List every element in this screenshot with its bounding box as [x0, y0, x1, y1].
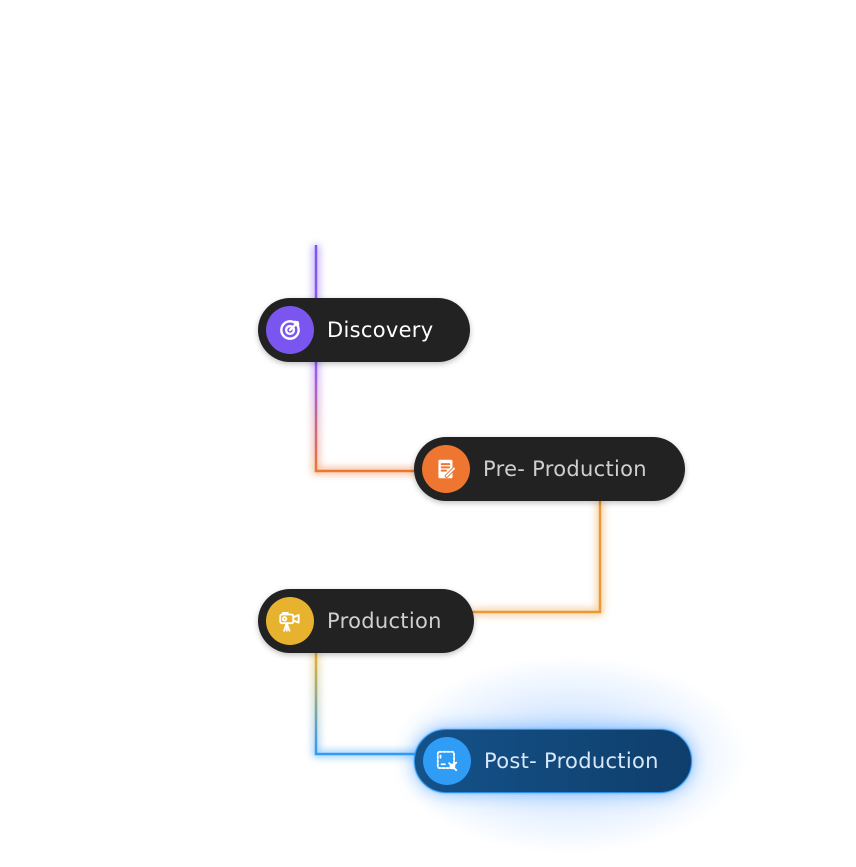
step-label: Pre- Production	[483, 457, 647, 481]
step-discovery[interactable]: Discovery	[258, 298, 470, 362]
edit-frame-icon	[423, 737, 471, 785]
target-icon	[266, 306, 314, 354]
video-camera-icon	[266, 597, 314, 645]
script-document-icon	[422, 445, 470, 493]
step-label: Discovery	[327, 318, 434, 342]
step-production[interactable]: Production	[258, 589, 474, 653]
step-label: Production	[327, 609, 442, 633]
step-label: Post- Production	[484, 749, 659, 773]
connector-preproduction-to-production	[472, 500, 602, 614]
step-post-production[interactable]: Post- Production	[414, 729, 692, 793]
step-pre-production[interactable]: Pre- Production	[414, 437, 685, 501]
connector-production-to-postproduction	[314, 652, 420, 756]
